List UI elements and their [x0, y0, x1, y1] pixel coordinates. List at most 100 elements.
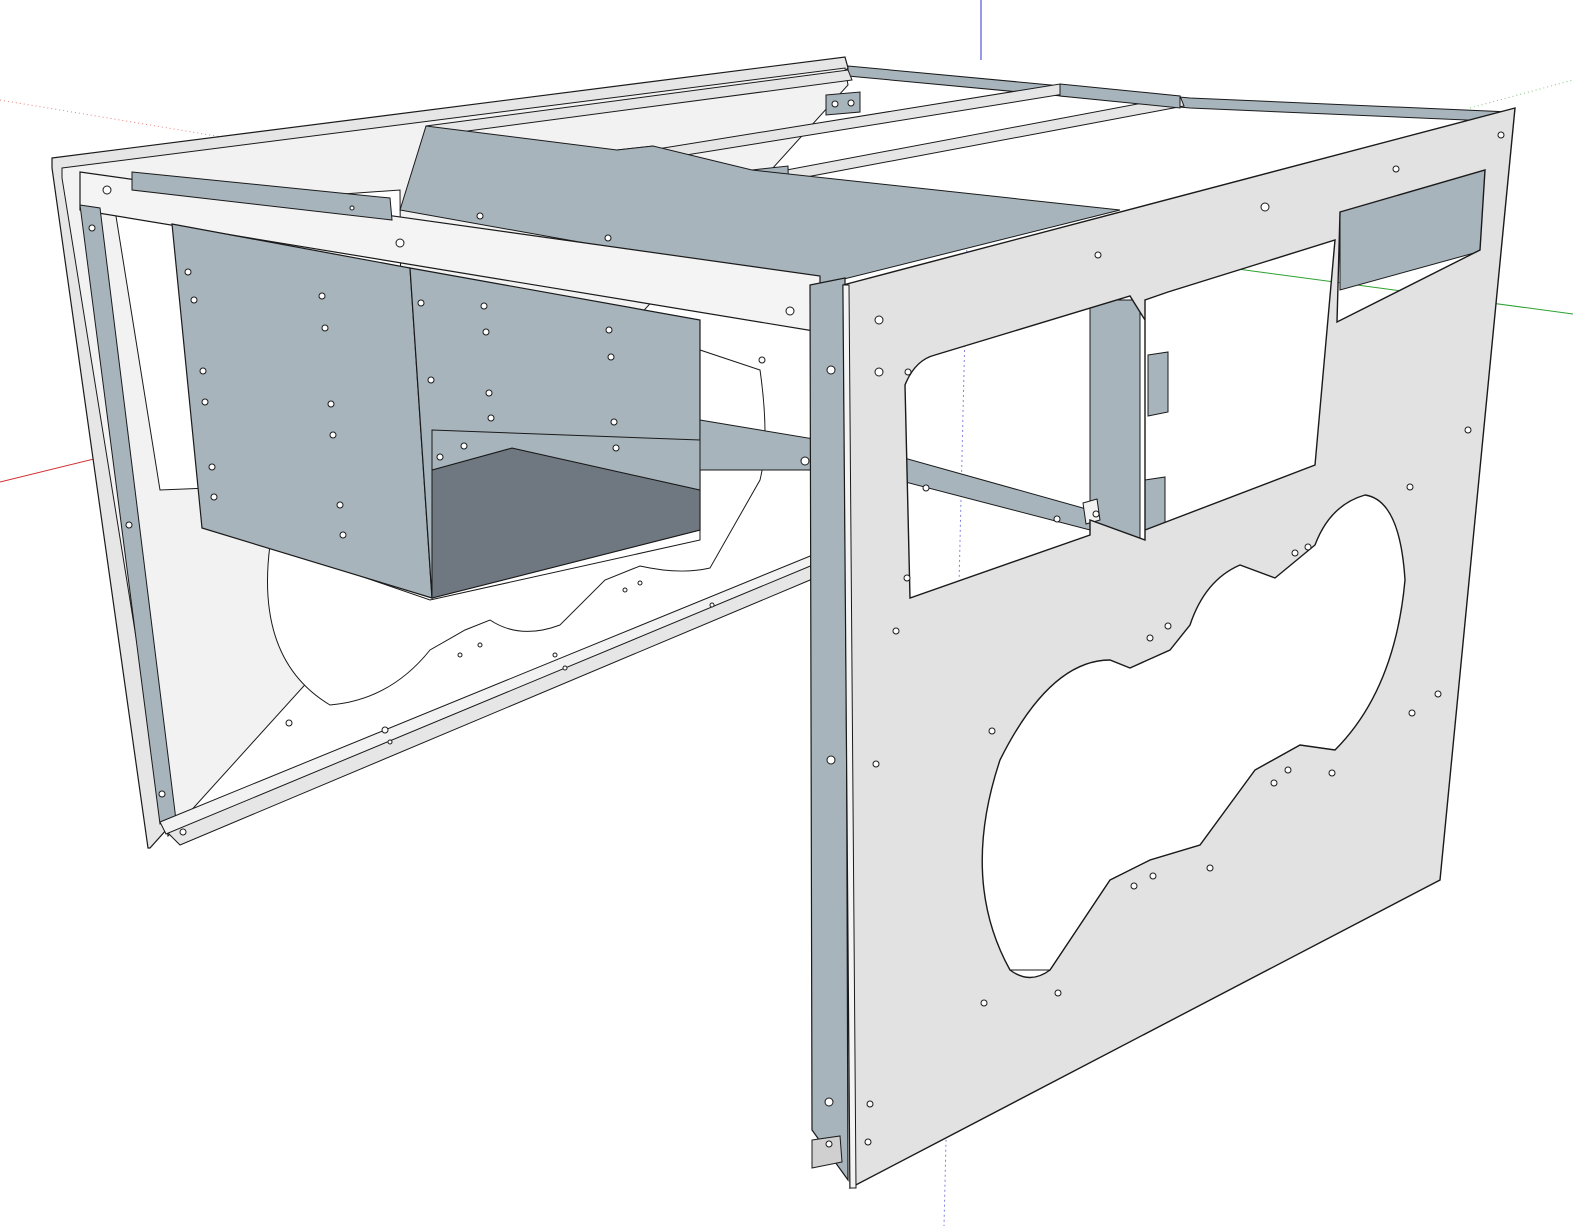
mounting-hole: [1164, 622, 1172, 630]
mounting-hole: [1291, 549, 1299, 557]
rail-hole: [88, 224, 96, 232]
mounting-hole: [612, 444, 620, 452]
mounting-hole: [872, 760, 880, 768]
mounting-hole: [1408, 709, 1416, 717]
mounting-hole: [190, 296, 198, 304]
beam-hole: [102, 185, 112, 195]
mounting-hole: [1053, 515, 1061, 523]
post-hole: [826, 755, 836, 765]
mounting-hole: [487, 414, 495, 422]
mounting-hole: [339, 531, 347, 539]
front-panel-face: [842, 107, 1516, 1190]
mounting-hole: [321, 324, 329, 332]
mounting-hole: [904, 368, 912, 376]
mounting-hole: [1146, 634, 1154, 642]
beam-hole: [349, 205, 355, 211]
mounting-hole: [605, 326, 613, 334]
bottom-hole: [477, 642, 483, 648]
mounting-hole: [892, 627, 900, 635]
bottom-hole: [381, 726, 389, 734]
bottom-hole: [387, 739, 393, 745]
bottom-hole: [622, 587, 628, 593]
mounting-hole: [1270, 779, 1278, 787]
drive-box[interactable]: [171, 223, 821, 599]
mounting-hole: [480, 302, 488, 310]
latch-1: [1147, 351, 1169, 417]
bottom-hole: [562, 665, 568, 671]
mounting-hole: [436, 453, 444, 461]
front-panel[interactable]: [842, 107, 1516, 1190]
top-bracket-3: [825, 91, 861, 116]
mounting-hole: [485, 389, 493, 397]
post-hole: [826, 365, 836, 375]
center-wall-hole: [604, 234, 612, 242]
box-interior-back: [431, 429, 701, 491]
mounting-hole: [980, 999, 988, 1007]
mounting-hole: [610, 418, 618, 426]
mounting-hole: [1206, 864, 1214, 872]
mounting-hole: [874, 367, 884, 377]
mounting-hole: [482, 328, 490, 336]
mounting-hole: [1497, 131, 1505, 139]
bracket-hole: [847, 99, 855, 107]
mounting-hole: [210, 493, 218, 501]
mounting-hole: [318, 292, 326, 300]
mounting-hole: [1464, 426, 1472, 434]
mounting-hole: [607, 353, 615, 361]
beam-hole: [395, 238, 405, 248]
red-axis-dotted: [0, 99, 421, 171]
top-rail-shadow-1: [1059, 83, 1181, 109]
rear-bottom[interactable]: [159, 349, 823, 846]
center-wall-hole: [476, 212, 484, 220]
mounting-hole: [1284, 766, 1292, 774]
mounting-hole: [1054, 989, 1062, 997]
mounting-hole: [336, 501, 344, 509]
mounting-hole: [199, 367, 207, 375]
mounting-hole: [1304, 543, 1312, 551]
mounting-hole: [1094, 251, 1102, 259]
front-post[interactable]: [809, 277, 849, 1182]
mounting-hole: [184, 268, 192, 276]
mounting-hole: [1092, 510, 1100, 518]
mounting-hole: [460, 442, 468, 450]
mounting-hole: [922, 484, 930, 492]
front-post-foot: [811, 1135, 843, 1169]
mounting-hole: [866, 1100, 874, 1108]
mounting-hole: [988, 727, 996, 735]
bracket-hole: [831, 100, 839, 108]
mounting-hole: [903, 574, 911, 582]
mounting-hole: [427, 376, 435, 384]
mounting-hole: [864, 1138, 872, 1146]
mounting-hole: [327, 400, 335, 408]
mounting-hole: [1260, 202, 1270, 212]
mounting-hole: [1328, 769, 1336, 777]
beam-hole: [785, 306, 795, 316]
mounting-hole: [1130, 882, 1138, 890]
mounting-hole: [208, 463, 216, 471]
rail-hole: [158, 790, 166, 798]
mounting-hole: [329, 431, 337, 439]
mounting-hole: [417, 299, 425, 307]
bottom-hole: [709, 602, 715, 608]
mounting-hole: [1149, 872, 1157, 880]
mounting-hole: [800, 456, 810, 466]
cross-beam-top: [131, 171, 393, 221]
mounting-hole: [1434, 690, 1442, 698]
fan-cutout-edge: [1010, 744, 1336, 971]
mounting-hole: [201, 398, 209, 406]
mounting-hole: [1392, 165, 1400, 173]
post-hole: [824, 1097, 834, 1107]
bottom-hole: [285, 719, 293, 727]
post-hole: [825, 1140, 833, 1148]
center-wall[interactable]: [399, 125, 1121, 286]
front-panel-edge: [842, 284, 857, 1189]
bottom-hole: [179, 828, 187, 836]
box-holes: [184, 268, 810, 539]
mounting-hole: [1406, 483, 1414, 491]
center-wall-panel: [399, 125, 1121, 286]
mounting-hole: [874, 315, 884, 325]
front-panel-holes: [864, 131, 1505, 1146]
green-axis-dotted: [1469, 79, 1573, 109]
